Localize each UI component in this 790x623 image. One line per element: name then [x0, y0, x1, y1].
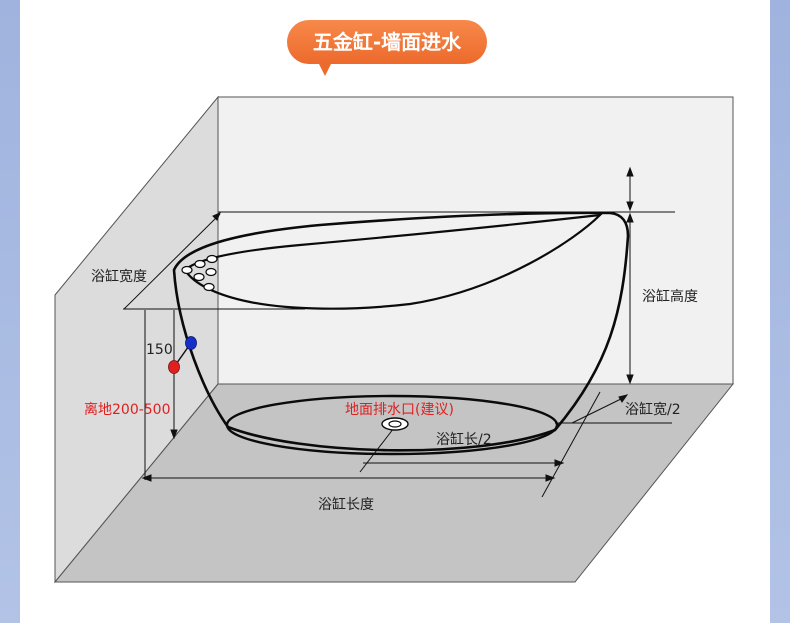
- half-width-diag: [571, 396, 626, 424]
- cold-water-valve: [185, 336, 197, 350]
- drain-marker-line: [359, 423, 398, 473]
- tub-half-width-label: 浴缸宽/2: [625, 401, 681, 418]
- bathtub: [172, 211, 630, 456]
- floor-drain-label: 地面排水口(建议): [345, 402, 454, 418]
- valve-height-label: 离地200-500: [84, 401, 171, 418]
- title-badge-bg: [287, 20, 487, 64]
- water-valves: [168, 336, 197, 374]
- length-end-line: [541, 391, 601, 498]
- tub-half-length-label: 浴缸长/2: [436, 431, 492, 448]
- floor: [53, 383, 735, 583]
- room: [53, 95, 735, 584]
- floor-drain: [381, 417, 409, 431]
- hot-water-valve: [168, 360, 180, 374]
- width-line: [123, 213, 221, 310]
- tub-length-label: 浴缸长度: [318, 496, 374, 513]
- tub-height-label: 浴缸高度: [642, 288, 698, 305]
- title-badge-pointer: [318, 62, 332, 76]
- tub-base: [225, 394, 559, 456]
- tub-rim-inner: [183, 213, 604, 310]
- tub-width-label: 浴缸宽度: [91, 268, 147, 285]
- left-border: [0, 0, 20, 623]
- title-badge: 五金缸-墙面进水: [287, 20, 487, 76]
- valve-spacing-label: 150: [146, 342, 173, 358]
- title-text: 五金缸-墙面进水: [313, 30, 462, 54]
- tub-holes: [181, 254, 218, 292]
- right-border: [770, 0, 790, 623]
- back-wall: [217, 96, 734, 385]
